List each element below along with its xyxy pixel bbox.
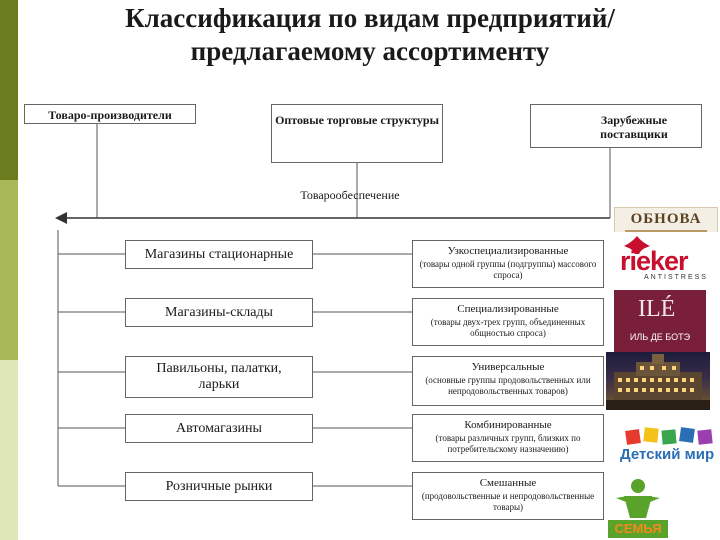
store-label-5: Розничные рынки bbox=[165, 479, 273, 494]
title-line-1: Классификация по видам предприятий/ bbox=[125, 3, 615, 33]
foreign-suppliers-label: Зарубежные поставщики bbox=[600, 113, 668, 141]
type-box-5: Смешанные (продовольственные и непродово… bbox=[412, 472, 604, 520]
title-line-2: предлагаемому ассортименту bbox=[190, 36, 550, 66]
store-box-2: Магазины-склады bbox=[125, 298, 313, 327]
obnova-logo-text: ОБНОВА bbox=[630, 211, 702, 227]
store-label-2: Магазины-склады bbox=[165, 305, 273, 320]
store-box-1: Магазины стационарные bbox=[125, 240, 313, 269]
semya-logo: СЕМЬЯ bbox=[606, 476, 670, 540]
rieker-logo-text: rieker bbox=[620, 246, 689, 276]
detskiy-mir-logo: Детский мир bbox=[614, 422, 720, 468]
detskiy-mir-text: Детский мир bbox=[620, 446, 715, 463]
strip-segment-dark bbox=[0, 0, 18, 180]
foreign-suppliers-box: Зарубежные поставщики bbox=[530, 104, 702, 148]
strip-segment-light bbox=[0, 360, 18, 540]
semya-text: СЕМЬЯ bbox=[608, 520, 668, 538]
obnova-logo-underline bbox=[625, 230, 707, 232]
producers-box: Товаро-производители bbox=[24, 104, 196, 124]
store-box-3: Павильоны, палатки, ларьки bbox=[125, 356, 313, 398]
type-title-2: Специализированные bbox=[457, 303, 559, 315]
semya-figure-icon bbox=[616, 479, 660, 518]
type-desc-1: (товары одной группы (подгруппы) массово… bbox=[419, 259, 597, 280]
store-label-3: Павильоны, палатки, ларьки bbox=[156, 361, 282, 392]
strip-segment-mid bbox=[0, 180, 18, 360]
producers-label: Товаро-производители bbox=[48, 108, 172, 122]
type-desc-3: (основные группы продовольственных или н… bbox=[425, 375, 591, 396]
mall-photo bbox=[606, 352, 710, 410]
rieker-logo-subtext: ANTISTRESS bbox=[644, 274, 708, 281]
wholesale-label: Оптовые торговые структуры bbox=[275, 113, 439, 127]
type-title-1: Узкоспециализированные bbox=[447, 245, 569, 257]
type-title-4: Комбинированные bbox=[464, 419, 552, 431]
type-box-2: Специализированные (товары двух-трех гру… bbox=[412, 298, 604, 346]
store-box-4: Автомагазины bbox=[125, 414, 313, 443]
rieker-logo: rieker ANTISTRESS bbox=[614, 232, 718, 284]
building-night-image bbox=[606, 354, 710, 410]
obnova-logo: ОБНОВА bbox=[614, 207, 718, 235]
type-desc-4: (товары различных групп, близких по потр… bbox=[435, 433, 581, 454]
type-box-4: Комбинированные (товары различных групп,… bbox=[412, 414, 604, 462]
decorative-side-strip bbox=[0, 0, 18, 540]
ildebote-name: ИЛЬ ДЕ БОТЭ bbox=[629, 332, 691, 342]
store-label-1: Магазины стационарные bbox=[144, 247, 294, 262]
type-desc-2: (товары двух-трех групп, объединенных об… bbox=[430, 317, 586, 338]
store-label-4: Автомагазины bbox=[176, 421, 262, 436]
type-box-3: Универсальные (основные группы продоволь… bbox=[412, 356, 604, 406]
wholesale-box: Оптовые торговые структуры bbox=[271, 104, 443, 163]
type-title-3: Универсальные bbox=[471, 361, 545, 373]
type-desc-5: (продовольственные и непродовольственные… bbox=[421, 491, 595, 512]
supply-label: Товарообеспечение bbox=[300, 188, 400, 202]
store-box-5: Розничные рынки bbox=[125, 472, 313, 501]
ildebote-mark: ILÉ bbox=[638, 296, 676, 322]
toy-blocks-icon bbox=[625, 427, 713, 445]
slide-title: Классификация по видам предприятий/ пред… bbox=[20, 2, 720, 68]
type-box-1: Узкоспециализированные (товары одной гру… bbox=[412, 240, 604, 288]
rieker-leaf-icon bbox=[624, 236, 650, 254]
ildebote-logo: ILÉ ИЛЬ ДЕ БОТЭ bbox=[614, 290, 706, 352]
type-title-5: Смешанные bbox=[479, 477, 537, 489]
